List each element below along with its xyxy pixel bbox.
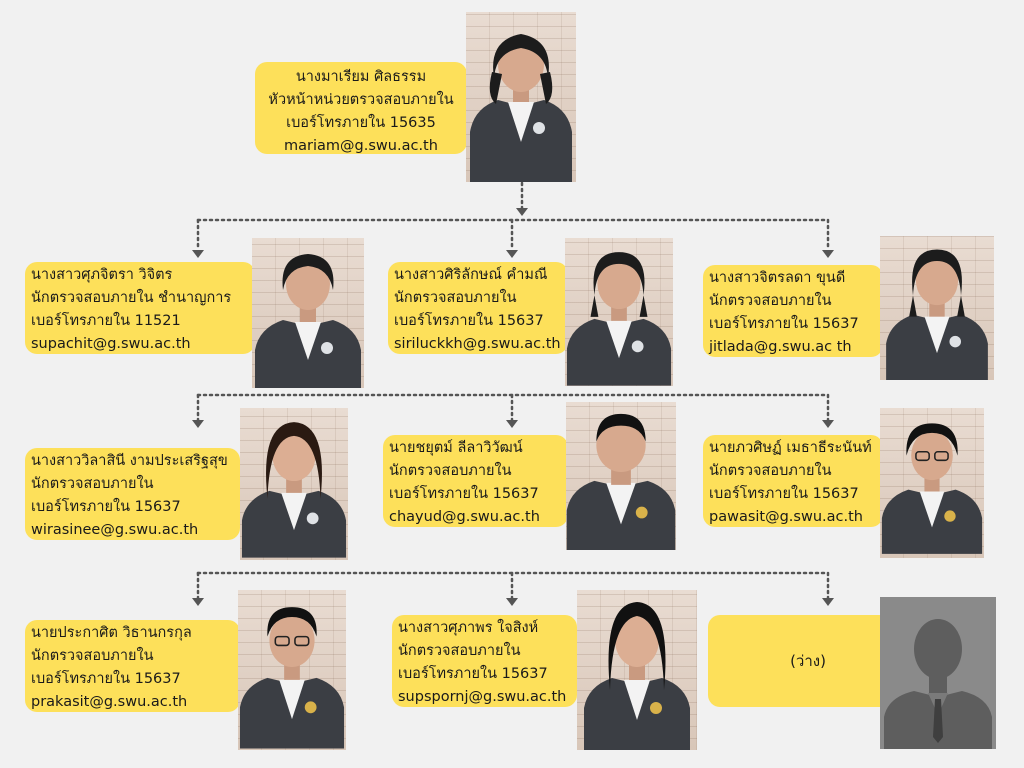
vacant-photo: [880, 597, 996, 749]
member-card: นางสาวจิตรลดา ขุนดี นักตรวจสอบภายใน เบอร…: [703, 265, 883, 357]
member-photo: [577, 590, 697, 750]
member-card: นางสาวศิริลักษณ์ คำมณี นักตรวจสอบภายใน เ…: [388, 262, 568, 354]
arrow-down-icon: [506, 420, 518, 428]
member-photo: [880, 236, 994, 380]
person-phone: เบอร์โทรภายใน 15637: [389, 486, 539, 502]
member-photo: [566, 402, 676, 550]
arrow-down-icon: [822, 420, 834, 428]
head-card: นางมาเรียม ศิลธรรม หัวหน้าหน่วยตรวจสอบภา…: [255, 62, 467, 154]
member-card: นางสาวศุภจิตรา วิจิตร นักตรวจสอบภายใน ชำ…: [25, 262, 255, 354]
person-portrait-icon: [239, 607, 345, 749]
person-title: นักตรวจสอบภายใน: [31, 648, 154, 664]
person-email: wirasinee@g.swu.ac.th: [31, 522, 199, 538]
member-photo: [238, 590, 346, 750]
person-phone: เบอร์โทรภายใน 15637: [31, 499, 181, 515]
member-photo: [880, 408, 984, 558]
person-email: supspornj@g.swu.ac.th: [398, 689, 567, 705]
vacant-label: (ว่าง): [790, 651, 826, 670]
person-portrait-icon: [255, 254, 361, 388]
person-title: หัวหน้าหน่วยตรวจสอบภายใน: [268, 92, 454, 108]
person-title: นักตรวจสอบภายใน: [709, 293, 832, 309]
person-portrait-icon: [584, 602, 690, 750]
person-name: นางสาวศุภาพร ใจสิงห์: [398, 620, 539, 636]
person-email: siriluckkh@g.swu.ac.th: [394, 336, 561, 352]
person-email: supachit@g.swu.ac.th: [31, 336, 191, 352]
person-email: prakasit@g.swu.ac.th: [31, 694, 188, 710]
person-title: นักตรวจสอบภายใน: [389, 463, 512, 479]
person-name: นางสาววิลาสินี งามประเสริฐสุข: [31, 453, 228, 469]
person-name: นายประกาศิต วิธานกรกุล: [31, 625, 192, 641]
person-email: mariam@g.swu.ac.th: [284, 138, 438, 154]
person-title: นักตรวจสอบภายใน ชำนาญการ: [31, 290, 232, 306]
person-phone: เบอร์โทรภายใน 15637: [398, 666, 548, 682]
person-name: นางสาวศุภจิตรา วิจิตร: [31, 267, 173, 283]
person-name: นางมาเรียม ศิลธรรม: [295, 69, 427, 85]
person-phone: เบอร์โทรภายใน 15637: [709, 486, 859, 502]
person-title: นักตรวจสอบภายใน: [31, 476, 154, 492]
person-portrait-icon: [566, 252, 672, 386]
vacant-card: (ว่าง): [708, 615, 908, 707]
arrow-down-icon: [192, 420, 204, 428]
person-phone: เบอร์โทรภายใน 15635: [286, 115, 436, 131]
arrow-down-icon: [516, 208, 528, 216]
person-name: นายภวศิษฏ์ เมธาธีระนันท์: [709, 440, 872, 456]
arrow-down-icon: [506, 250, 518, 258]
member-photo: [252, 238, 364, 388]
person-email: pawasit@g.swu.ac.th: [709, 509, 863, 525]
arrow-down-icon: [192, 250, 204, 258]
member-photo: [565, 238, 673, 386]
arrow-down-icon: [822, 250, 834, 258]
person-portrait-icon: [241, 422, 347, 558]
member-card: นางสาววิลาสินี งามประเสริฐสุข นักตรวจสอบ…: [25, 448, 240, 540]
person-portrait-icon: [881, 423, 983, 554]
person-title: นักตรวจสอบภายใน: [398, 643, 521, 659]
person-name: นางสาวจิตรลดา ขุนดี: [709, 270, 846, 286]
person-portrait-icon: [566, 413, 676, 550]
person-title: นักตรวจสอบภายใน: [394, 290, 517, 306]
person-phone: เบอร์โทรภายใน 15637: [709, 316, 859, 332]
person-phone: เบอร์โทรภายใน 11521: [31, 313, 181, 329]
person-phone: เบอร์โทรภายใน 15637: [31, 671, 181, 687]
person-email: chayud@g.swu.ac.th: [389, 509, 540, 525]
member-card: นายภวศิษฏ์ เมธาธีระนันท์ นักตรวจสอบภายใน…: [703, 435, 883, 527]
person-name: นายชยุตม์ ลีลาวิวัฒน์: [389, 440, 523, 456]
arrow-down-icon: [822, 598, 834, 606]
member-card: นายชยุตม์ ลีลาวิวัฒน์ นักตรวจสอบภายใน เบ…: [383, 435, 568, 527]
member-photo: [240, 408, 348, 560]
person-title: นักตรวจสอบภายใน: [709, 463, 832, 479]
person-name: นางสาวศิริลักษณ์ คำมณี: [394, 267, 548, 283]
person-phone: เบอร์โทรภายใน 15637: [394, 313, 544, 329]
person-silhouette-icon: [884, 619, 992, 749]
person-portrait-icon: [886, 249, 988, 380]
member-card: นายประกาศิต วิธานกรกุล นักตรวจสอบภายใน เ…: [25, 620, 240, 712]
member-card: นางสาวศุภาพร ใจสิงห์ นักตรวจสอบภายใน เบอ…: [392, 615, 577, 707]
arrow-down-icon: [192, 598, 204, 606]
arrow-down-icon: [506, 598, 518, 606]
person-portrait-icon: [470, 34, 572, 182]
person-email: jitlada@g.swu.ac th: [709, 339, 852, 355]
head-photo: [466, 12, 576, 182]
